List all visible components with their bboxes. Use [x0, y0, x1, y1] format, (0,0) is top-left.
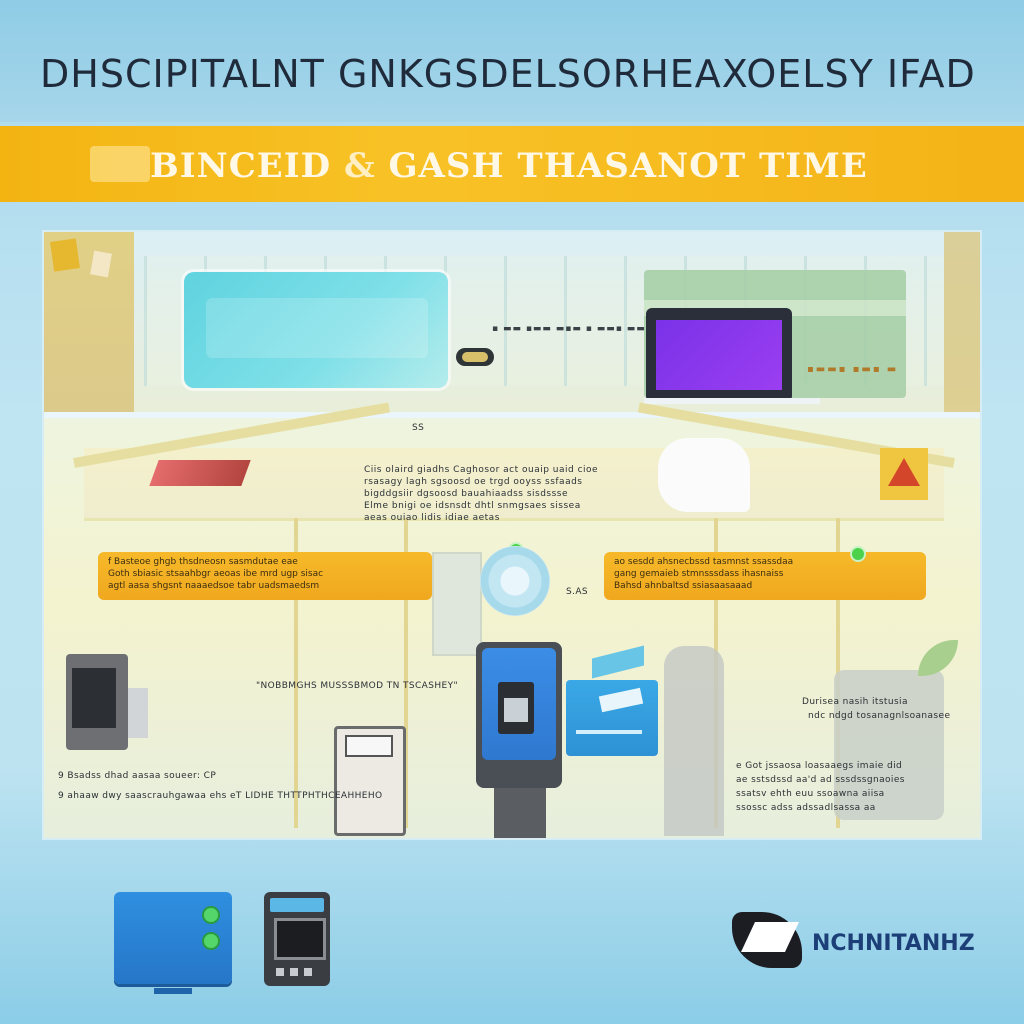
warning-sign-icon: [880, 448, 928, 500]
monitor-device-icon: [114, 892, 232, 994]
ticket-machine: [334, 726, 406, 836]
footnote-right: Durisea nasih itstusia: [802, 697, 908, 707]
banner-line: ao sesdd ahsnecbssd tasmnst ssassdaa: [614, 557, 794, 567]
subtitle: BINCEID & GASH THASANOT TIME: [150, 142, 868, 190]
banner-line: f Basteoe ghgb thsdneosn sasmdutae eae: [108, 557, 298, 567]
sticky-note: [50, 238, 80, 272]
subtitle-band: BINCEID & GASH THASANOT TIME: [0, 126, 1024, 202]
subtitle-ghost-block: [90, 146, 150, 182]
banner-line: Goth sbiasic stsaahbgr aeoas ibe mrd ugp…: [108, 569, 324, 579]
printer-icon: [66, 654, 148, 750]
right-info-banner: ao sesdd ahsnecbssd tasmnst ssassdaa gan…: [604, 552, 926, 600]
page-title: DHSCIPITALNT GNKGSDELSORHEAXOELSY IFAD: [40, 52, 976, 96]
ticket-tag: [592, 645, 644, 679]
center-caption: "NOBBMGHS MUSSSBMOD TN TSCASHEY": [256, 681, 459, 691]
footnote-left: 9 Bsadss dhad aasaa soueer: CP: [58, 771, 217, 781]
pos-terminal-icon: [264, 892, 330, 986]
banner-line: Bahsd ahnbaltsd ssiasaasaaad: [614, 581, 753, 591]
left-info-banner: f Basteoe ghgb thsdneosn sasmdutae eae G…: [98, 552, 432, 600]
status-dot-icon: [852, 548, 864, 560]
monitor-stand: [644, 398, 820, 404]
traveler-silhouette: [664, 646, 724, 836]
banner-line: gang gemaieb stmnsssdass ihasnaiss: [614, 569, 784, 579]
text-line: Ciis olaird giadhs Caghosor act ouaip ua…: [364, 465, 599, 475]
footnote-right: ae sstsdssd aa'd ad sssdssgnaoies: [736, 775, 905, 785]
footnote-right: ndc ndgd tosanagnlsoanasee: [808, 711, 951, 721]
right-wall: [944, 232, 980, 412]
lounge-seat: [456, 348, 494, 366]
station-door: [432, 552, 482, 656]
text-line: Elme bnigi oe idsnsdt dhtl snmgsaes siss…: [364, 501, 581, 511]
monitor-icon: [646, 308, 792, 402]
small-tag: SS: [412, 423, 425, 433]
upper-price-labels: ▪▬▬▪ ▪▬▪ ▬: [807, 364, 899, 375]
turnstile-icon: [480, 546, 550, 616]
text-line: rsasagy lagh sgsoosd oe trgd ooyss ssfaa…: [364, 477, 583, 487]
small-tag: S.AS: [566, 587, 589, 597]
column: [404, 518, 408, 828]
traveler-figure: [824, 630, 964, 820]
header-band: DHSCIPITALNT GNKGSDELSORHEAXOELSY IFAD: [0, 0, 1024, 122]
kiosk-icon: [476, 642, 562, 788]
footnote-left: 9 ahaaw dwy saascrauhgawaa ehs eT LIDHE …: [58, 791, 383, 801]
cloud-icon: [658, 438, 750, 512]
column: [294, 518, 298, 828]
banner-line: agtl aasa shgsnt naaaedsoe tabr uadsmaed…: [108, 581, 320, 591]
footnote-right: ssossc adss adssadlsassa aa: [736, 803, 876, 813]
brand-logo-icon: [728, 906, 808, 970]
red-flag: [149, 460, 251, 486]
text-line: aeas ouiao lidis idiae aetas: [364, 513, 500, 523]
upper-caption: ▪ ▬▬ ▪▬▬ ▬▪▬ ▪ ▬▬▪ ▬▬: [492, 324, 646, 334]
subtitle-main: BINCEID: [150, 146, 332, 186]
cyan-display-screen: [184, 272, 448, 388]
center-text-block: Ciis olaird giadhs Caghosor act ouaip ua…: [364, 464, 644, 528]
subtitle-rest: GASH THASANOT TIME: [388, 146, 868, 186]
footnote-right: ssatsv ehth euu ssoawna aiisa: [736, 789, 885, 799]
subtitle-ampersand: &: [343, 146, 376, 186]
footnote-right: e Got jssaosa loasaaegs imaie did: [736, 761, 903, 771]
station-illustration: ▪ ▬▬ ▪▬▬ ▬▪▬ ▪ ▬▬▪ ▬▬ ▪▬▬▪ ▪▬▪ ▬ Ciis ol…: [42, 230, 982, 840]
kiosk-base: [494, 788, 546, 838]
brand-wordmark: NCHNITANHZ: [812, 931, 975, 956]
upper-hall: ▪ ▬▬ ▪▬▬ ▬▪▬ ▪ ▬▬▪ ▬▬ ▪▬▬▪ ▪▬▪ ▬: [44, 232, 980, 412]
text-line: bigddgsiir dgsoosd bauahiaadss sisdssse: [364, 489, 569, 499]
card-reader-icon: [566, 680, 658, 756]
lower-platform: Ciis olaird giadhs Caghosor act ouaip ua…: [44, 402, 980, 838]
